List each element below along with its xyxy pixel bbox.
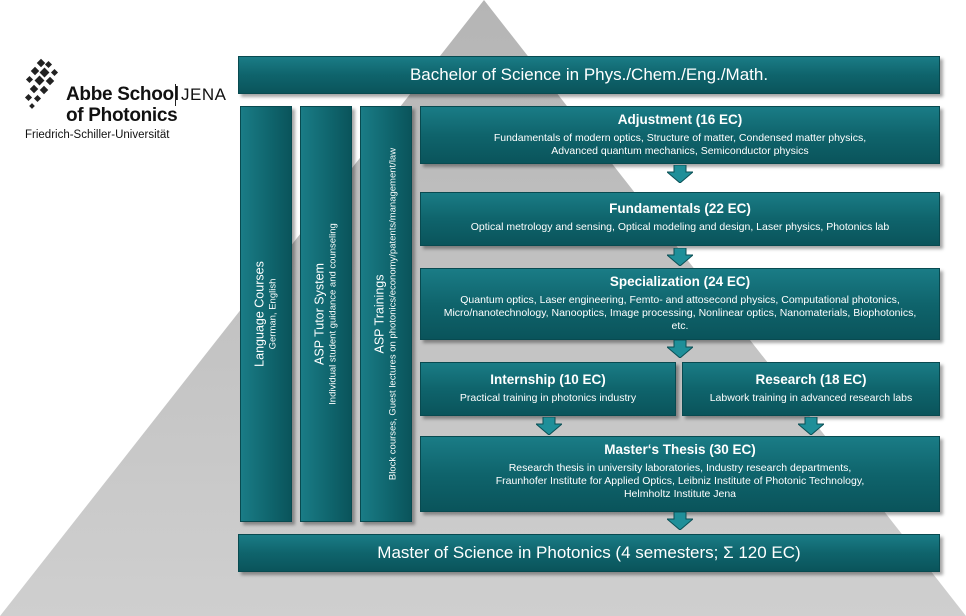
- arrow-down-icon: [536, 417, 562, 435]
- language-courses-title: Language Courses: [252, 261, 267, 367]
- adjustment-title: Adjustment (16 EC): [617, 112, 743, 127]
- arrow-down-icon: [667, 512, 693, 530]
- asp-trainings-column: ASP Trainings Block courses, Guest lectu…: [360, 106, 412, 522]
- masters-thesis-title: Master‘s Thesis (30 EC): [604, 442, 756, 457]
- research-box: Research (18 EC) Labwork training in adv…: [682, 362, 940, 416]
- arrow-down-icon: [667, 248, 693, 266]
- specialization-box: Specialization (24 EC) Quantum optics, L…: [420, 268, 940, 340]
- logo-university: Friedrich-Schiller-Universität: [25, 129, 170, 141]
- tutor-system-title: ASP Tutor System: [312, 263, 327, 365]
- tutor-system-subtitle: Individual student guidance and counseli…: [327, 223, 339, 405]
- logo-separator: [175, 84, 176, 106]
- asp-trainings-title: ASP Trainings: [372, 274, 387, 354]
- arrow-down-icon: [798, 417, 824, 435]
- fundamentals-title: Fundamentals (22 EC): [609, 201, 751, 216]
- research-desc: Labwork training in advanced research la…: [709, 392, 913, 404]
- language-courses-column: Language Courses German, English: [240, 106, 292, 522]
- master-bar: Master of Science in Photonics (4 semest…: [238, 534, 940, 572]
- internship-desc: Practical training in photonics industry: [459, 392, 637, 404]
- specialization-desc: Quantum optics, Laser engineering, Femto…: [443, 294, 917, 332]
- adjustment-box: Adjustment (16 EC) Fundamentals of moder…: [420, 106, 940, 164]
- internship-box: Internship (10 EC) Practical training in…: [420, 362, 676, 416]
- logo-city: JENA: [181, 85, 227, 104]
- master-bar-label: Master of Science in Photonics (4 semest…: [377, 543, 801, 562]
- logo-line-2: of Photonics: [66, 105, 178, 126]
- research-title: Research (18 EC): [755, 372, 867, 387]
- masters-thesis-box: Master‘s Thesis (30 EC) Research thesis …: [420, 436, 940, 512]
- abbe-school-logo: Abbe School JENA of Photonics Friedrich-…: [20, 56, 226, 148]
- arrow-down-icon: [667, 340, 693, 358]
- asp-trainings-subtitle: Block courses, Guest lectures on photoni…: [387, 147, 399, 481]
- internship-title: Internship (10 EC): [490, 372, 606, 387]
- logo-line-1: Abbe School: [66, 84, 179, 105]
- masters-thesis-desc: Research thesis in university laboratori…: [495, 462, 865, 500]
- arrow-down-icon: [667, 165, 693, 183]
- fundamentals-box: Fundamentals (22 EC) Optical metrology a…: [420, 192, 940, 246]
- bachelor-bar-label: Bachelor of Science in Phys./Chem./Eng./…: [409, 65, 769, 84]
- specialization-title: Specialization (24 EC): [609, 274, 751, 289]
- logo-mark-icon: [24, 58, 59, 109]
- bachelor-bar: Bachelor of Science in Phys./Chem./Eng./…: [238, 56, 940, 94]
- tutor-system-column: ASP Tutor System Individual student guid…: [300, 106, 352, 522]
- adjustment-desc: Fundamentals of modern optics, Structure…: [493, 132, 867, 157]
- fundamentals-desc: Optical metrology and sensing, Optical m…: [470, 221, 890, 233]
- language-courses-subtitle: German, English: [267, 278, 279, 350]
